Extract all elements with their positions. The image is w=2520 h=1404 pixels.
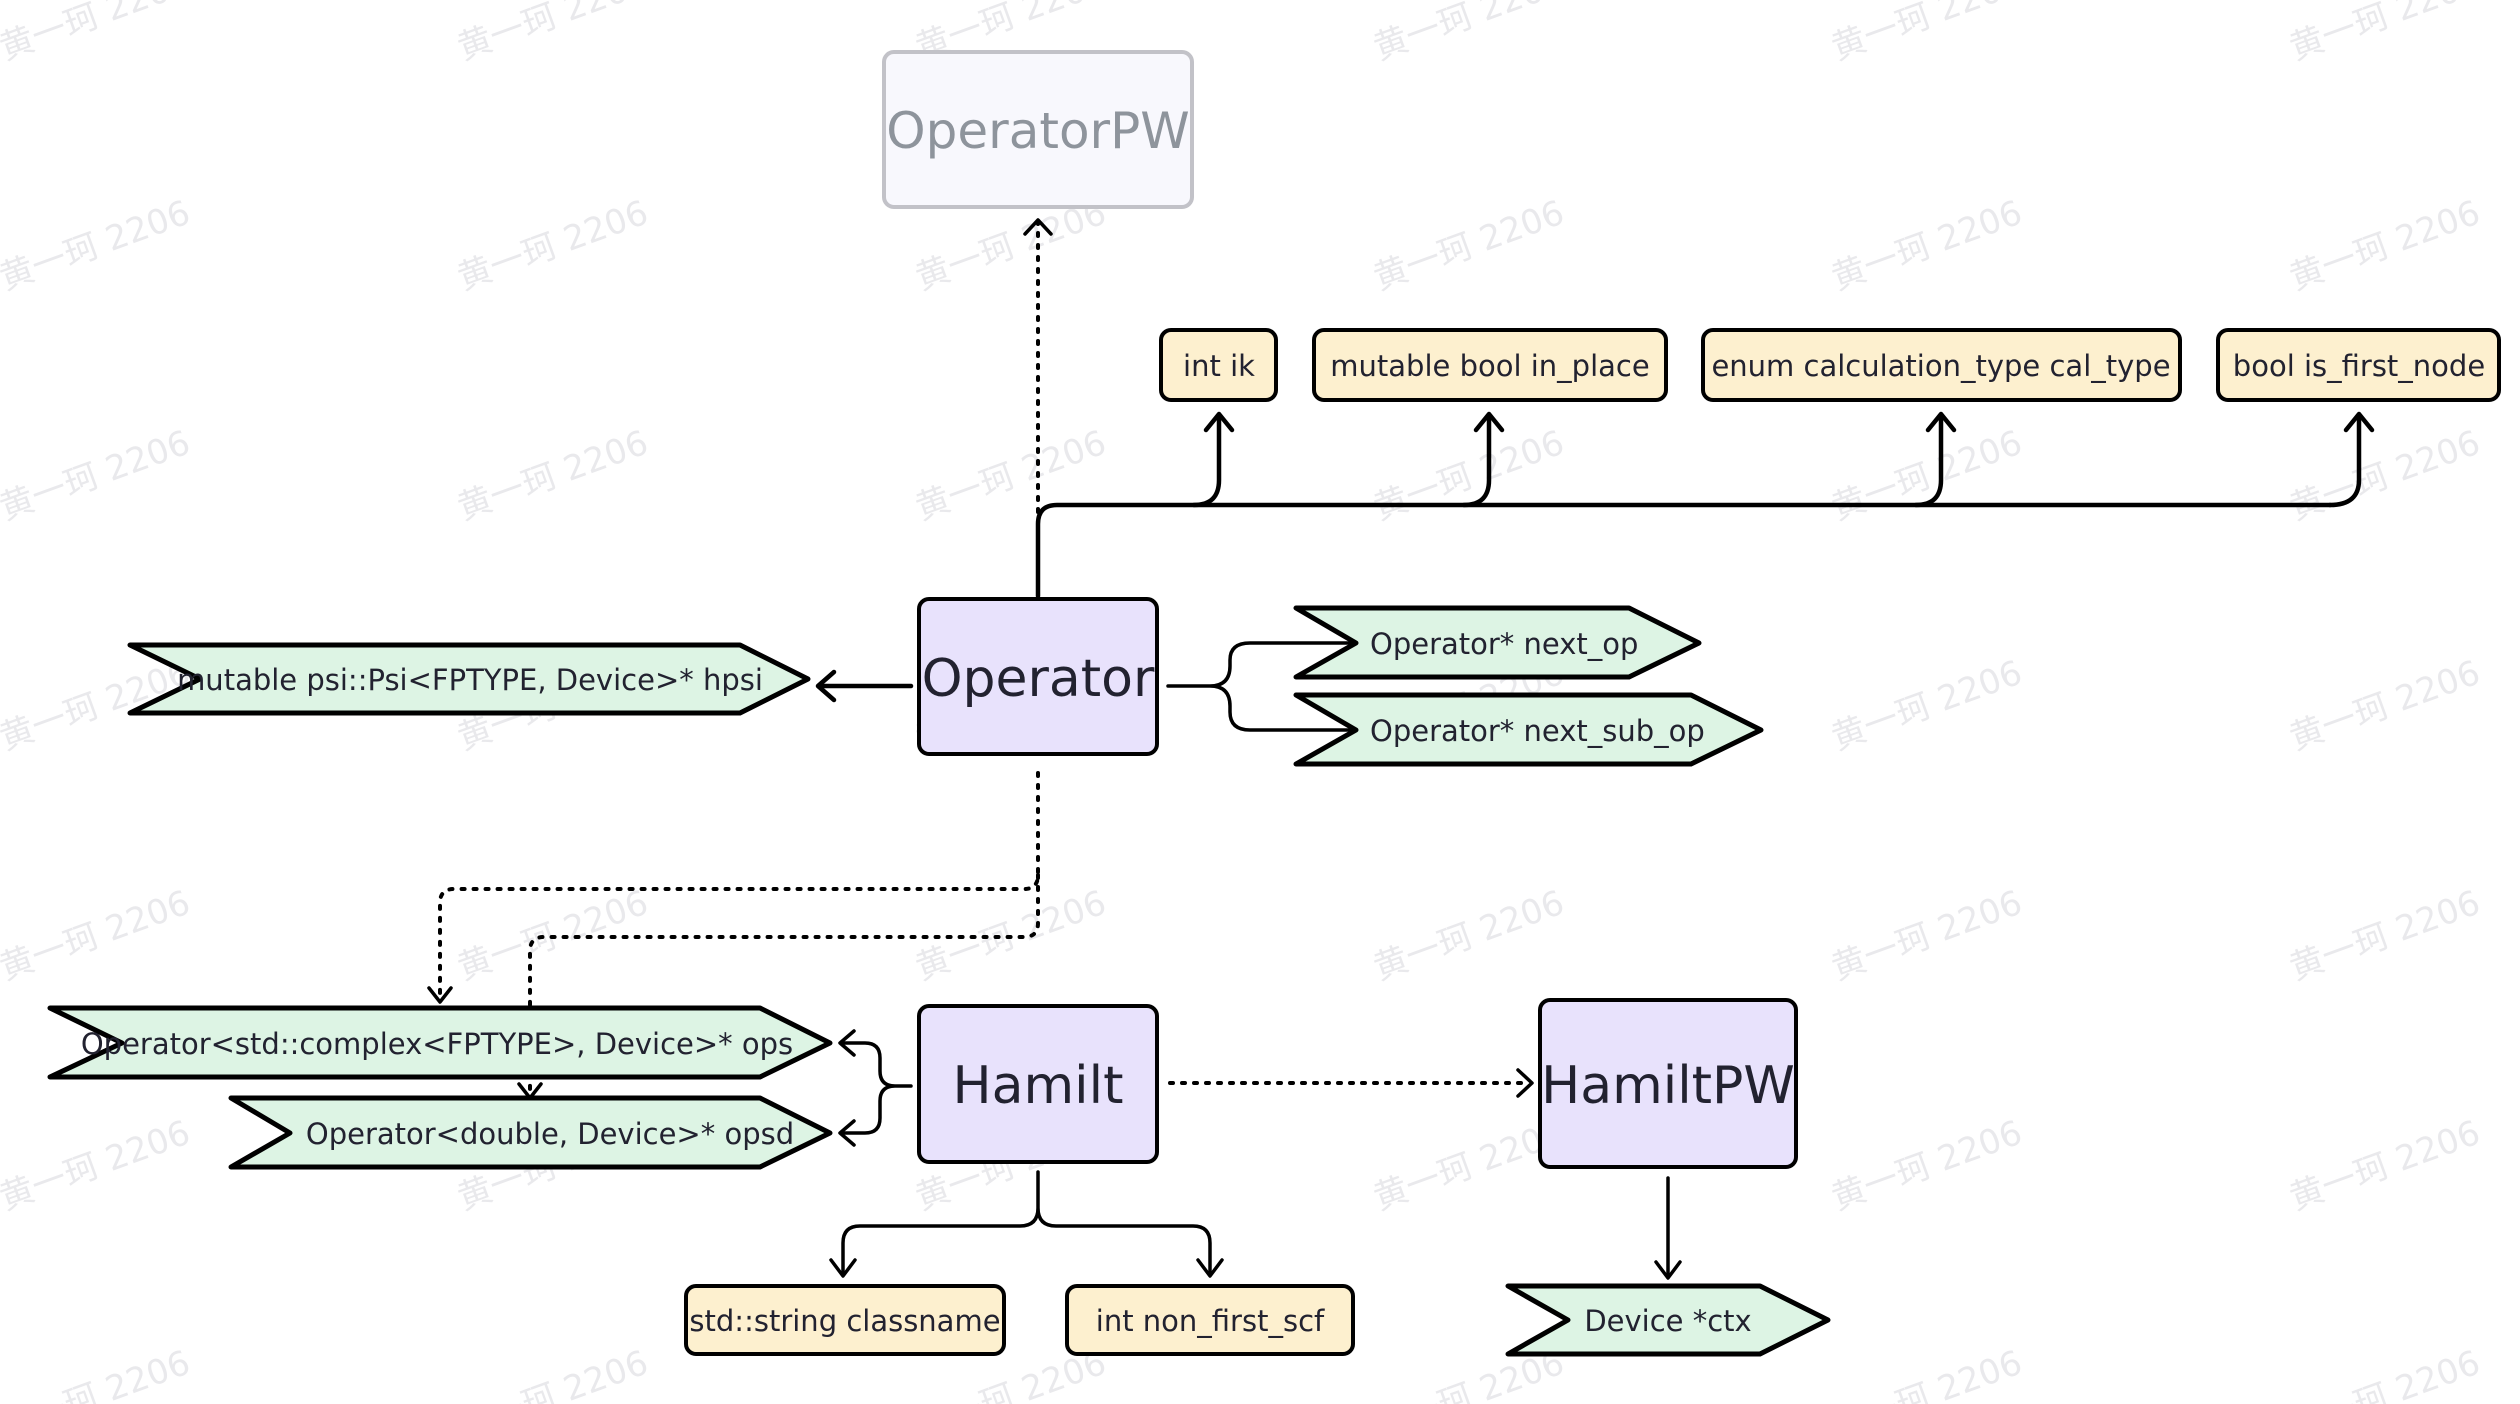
edge-operator-to-operatorpw-arrowhead [1023,218,1053,236]
member-int-ik-label: int ik [1183,349,1255,383]
watermark-text: 黄一珂 2206 [1368,193,1569,299]
watermark-text: 黄一珂 2206 [0,0,195,68]
member-int-ik[interactable]: int ik [1159,328,1278,402]
edge-operator-to-ops-dotted [438,771,1040,999]
watermark-text: 黄一珂 2206 [452,1343,653,1404]
pointer-hpsi-label: mutable psi::Psi<FPTYPE, Device>* hpsi [177,663,763,697]
watermark-text: 黄一珂 2206 [1826,1113,2027,1219]
class-hamilt[interactable]: Hamilt [917,1004,1159,1164]
pointer-ctx-label: Device *ctx [1584,1304,1751,1338]
class-hamiltpw-label: HamiltPW [1541,1056,1795,1116]
member-is-first-node[interactable]: bool is_first_node [2216,328,2501,402]
edge-to-in-place [1461,413,1492,508]
edge-operator-to-next-ops [1166,641,1354,732]
watermark-text: 黄一珂 2206 [1368,0,1569,68]
watermark-text: 黄一珂 2206 [1368,883,1569,989]
watermark-text: 黄一珂 2206 [1826,193,2027,299]
pointer-hpsi[interactable]: mutable psi::Psi<FPTYPE, Device>* hpsi [127,642,811,716]
edge-to-cal-type [1913,413,1944,508]
pointer-ops[interactable]: Operator<std::complex<FPTYPE>, Device>* … [47,1005,833,1080]
member-arrowheads [1203,411,2375,433]
watermark-text: 黄一珂 2206 [0,1343,195,1404]
watermark-text: 黄一珂 2206 [2284,1113,2485,1219]
member-classname[interactable]: std::string classname [684,1284,1006,1356]
watermark-text: 黄一珂 2206 [2284,1343,2485,1404]
edge-hamilt-to-ops [840,1041,913,1135]
pointer-ops-label: Operator<std::complex<FPTYPE>, Device>* … [81,1027,793,1061]
watermark-text: 黄一珂 2206 [1826,883,2027,989]
edge-hamilt-to-members [841,1170,1212,1274]
pointer-next-op[interactable]: Operator* next_op [1293,605,1702,680]
pointer-ctx[interactable]: Device *ctx [1505,1283,1831,1357]
watermark-text: 黄一珂 2206 [1368,423,1569,529]
watermark-text: 黄一珂 2206 [1826,423,2027,529]
edge-operator-members-bus [1035,502,2333,599]
watermark-text: 黄一珂 2206 [1826,1343,2027,1404]
watermark-text: 黄一珂 2206 [2284,653,2485,759]
class-operatorpw[interactable]: OperatorPW [882,50,1194,209]
watermark-text: 黄一珂 2206 [2284,883,2485,989]
edge-hamiltpw-to-ctx-arrowhead [1654,1260,1682,1280]
member-is-first-node-label: bool is_first_node [2233,349,2485,383]
pointer-next-op-label: Operator* next_op [1370,627,1638,661]
pointer-next-sub-op-label: Operator* next_sub_op [1370,714,1705,748]
watermark-text: 黄一珂 2206 [2284,0,2485,68]
watermark-text: 黄一珂 2206 [0,883,195,989]
edge-operator-to-hpsi-arrowhead [815,669,837,703]
member-cal-type[interactable]: enum calculation_type cal_type [1701,328,2182,402]
pointer-opsd-label: Operator<double, Device>* opsd [306,1117,794,1151]
member-in-place[interactable]: mutable bool in_place [1312,328,1668,402]
class-operatorpw-label: OperatorPW [886,102,1189,160]
edge-operator-to-opsd-dotted [528,873,1040,1096]
edge-hamilt-to-hamiltpw-arrowhead [1516,1068,1534,1098]
member-cal-type-label: enum calculation_type cal_type [1711,349,2170,383]
edge-to-is-first-node [2327,413,2362,508]
watermark-text: 黄一珂 2206 [2284,193,2485,299]
member-non-first-scf-label: int non_first_scf [1096,1304,1325,1338]
watermark-text: 黄一珂 2206 [452,0,653,68]
pointer-opsd[interactable]: Operator<double, Device>* opsd [228,1095,833,1170]
watermark-text: 黄一珂 2206 [910,423,1111,529]
watermark-text: 黄一珂 2206 [0,193,195,299]
watermark-text: 黄一珂 2206 [0,1113,195,1219]
watermark-text: 黄一珂 2206 [1826,653,2027,759]
class-hamilt-label: Hamilt [953,1056,1124,1116]
member-in-place-label: mutable bool in_place [1330,349,1649,383]
watermark-text: 黄一珂 2206 [2284,423,2485,529]
hamilt-op-arrowheads [838,1029,856,1147]
member-non-first-scf[interactable]: int non_first_scf [1065,1284,1355,1356]
hamilt-member-arrowheads [829,1258,1224,1278]
watermark-text: 黄一珂 2206 [0,423,195,529]
watermark-text: 黄一珂 2206 [452,423,653,529]
watermark-text: 黄一珂 2206 [452,193,653,299]
edge-to-int-ik [1191,413,1222,508]
pointer-next-sub-op[interactable]: Operator* next_sub_op [1293,692,1764,767]
member-classname-label: std::string classname [689,1304,1000,1338]
watermark-text: 黄一珂 2206 [1826,0,2027,68]
class-operator[interactable]: Operator [917,597,1159,756]
class-operator-label: Operator [922,649,1155,709]
class-hamiltpw[interactable]: HamiltPW [1538,998,1798,1169]
